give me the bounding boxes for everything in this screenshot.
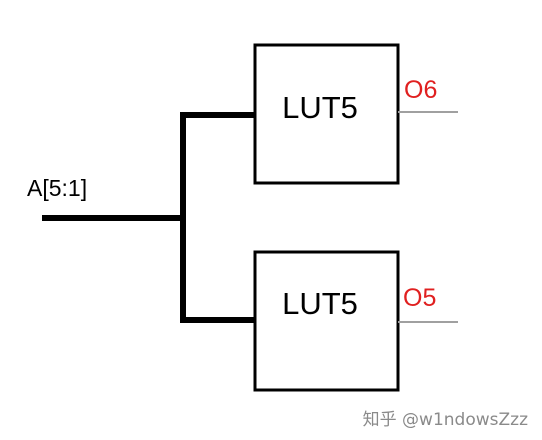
lut-label-top: LUT5 bbox=[282, 90, 358, 125]
input-label: A[5:1] bbox=[27, 175, 87, 201]
output-label-o6: O6 bbox=[404, 76, 437, 104]
output-label-o5: O5 bbox=[403, 284, 436, 312]
watermark: 知乎 @w1ndowsZzz bbox=[362, 410, 528, 430]
lut-box-top bbox=[253, 43, 400, 185]
lut-label-bottom: LUT5 bbox=[282, 286, 358, 321]
lut-box-bottom bbox=[253, 250, 400, 392]
